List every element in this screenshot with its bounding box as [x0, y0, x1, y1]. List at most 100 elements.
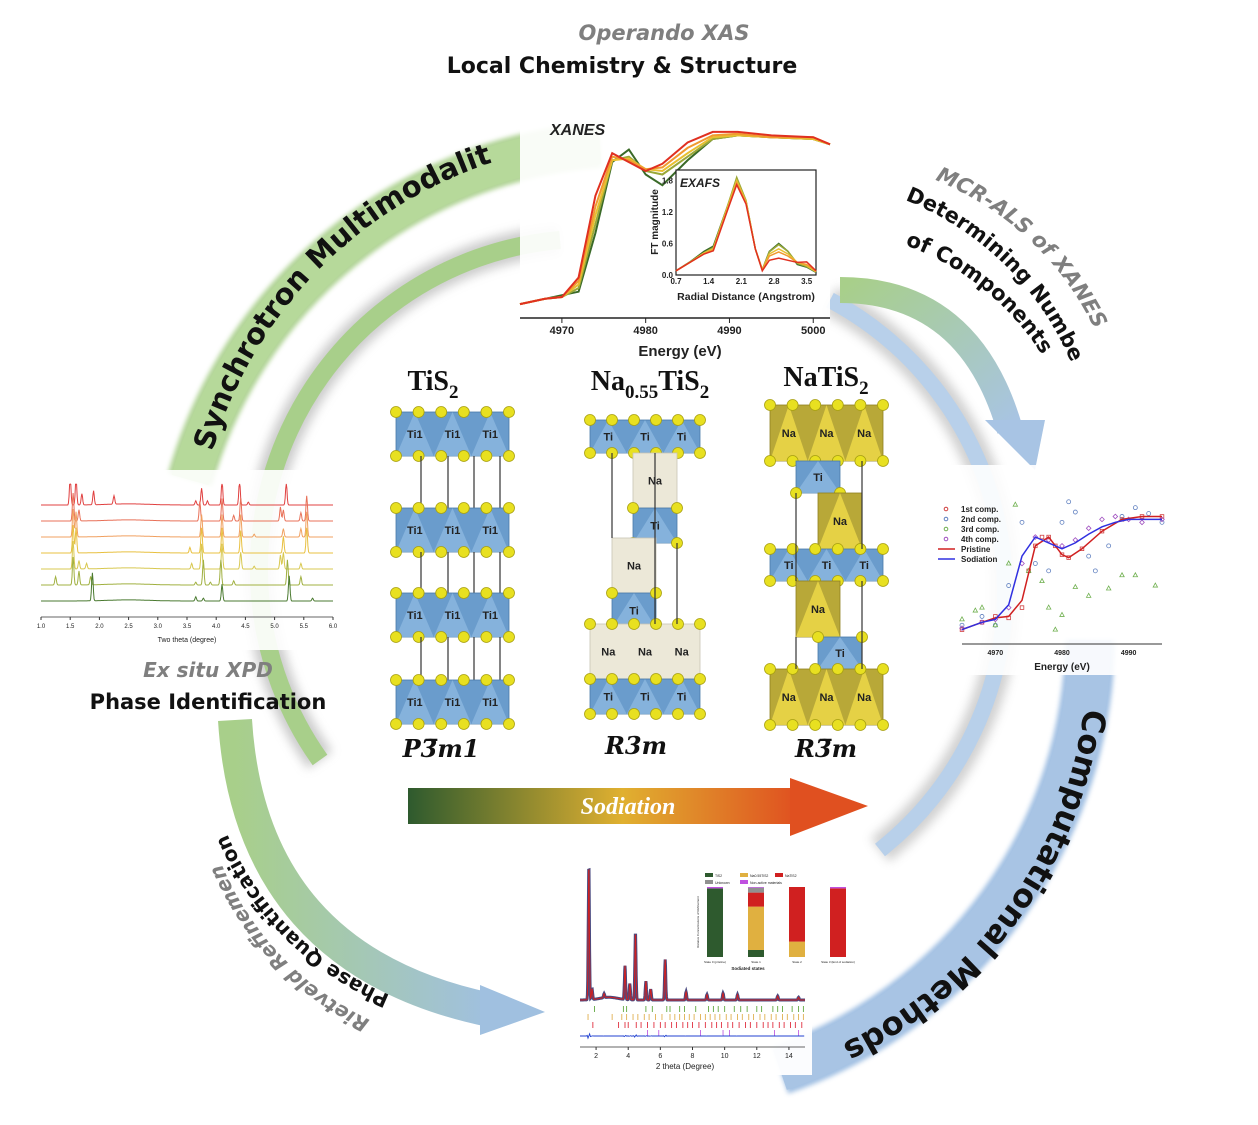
na-polyhedron-face [796, 581, 840, 637]
mcr-point [1159, 516, 1165, 523]
space-group-natis2: R3̅m [794, 734, 857, 763]
phase-category-label: State 1 [751, 960, 761, 964]
xpd-x-tick-label: 5.5 [300, 624, 309, 630]
sulfur-atom [435, 546, 448, 558]
xanes-x-tick-label: 4990 [717, 325, 741, 337]
mcr-point [1079, 546, 1085, 551]
atom-label: Na [675, 647, 690, 659]
rietveld-x-tick-label: 12 [753, 1053, 761, 1060]
sulfur-atom [503, 587, 515, 599]
mcr-point [1132, 505, 1138, 511]
exafs-x-tick-label: 0.7 [670, 277, 682, 286]
sulfur-atom [628, 708, 640, 720]
phase-bar-segment [830, 888, 846, 957]
atom-label: Ti1 [407, 525, 423, 537]
exafs-y-tick-label: 1.8 [662, 177, 674, 186]
xanes-x-tick-label: 4980 [633, 325, 657, 337]
sulfur-atom [480, 587, 493, 599]
mcr-point [1112, 513, 1119, 520]
mcr-legend-label: 2nd comp. [961, 515, 1001, 524]
mcr-point [979, 614, 985, 619]
rietveld-x-tick-label: 6 [658, 1053, 662, 1060]
atom-label: Na [857, 428, 872, 440]
phase-legend-label: Unknown [715, 881, 730, 885]
sulfur-atom [435, 406, 448, 418]
sulfur-atom [694, 673, 706, 685]
sulfur-atom [786, 719, 799, 731]
sulfur-atom [412, 450, 425, 462]
rietveld-x-tick-label: 4 [626, 1053, 630, 1060]
sulfur-atom [628, 618, 640, 630]
atom-label: Na [857, 692, 872, 704]
sulfur-atom [764, 663, 776, 675]
sulfur-atom [764, 719, 776, 731]
mcr-point [1146, 511, 1152, 516]
sulfur-atom [457, 674, 470, 686]
sulfur-atom [457, 406, 470, 418]
structure-title-tis2: TiS2 [407, 366, 458, 403]
sulfur-atom [854, 719, 867, 731]
rietveld-x-tick-label: 2 [594, 1053, 598, 1060]
phase-legend-swatch [740, 873, 748, 877]
sulfur-atom [390, 406, 402, 418]
exafs-x-tick-label: 1.4 [703, 277, 715, 286]
sulfur-atom [435, 587, 448, 599]
xanes-x-tick-label: 5000 [801, 325, 825, 337]
atom-label: Ti [640, 432, 650, 444]
atom-label: Ti1 [445, 610, 461, 622]
sulfur-atom [435, 502, 448, 514]
xpd-pattern-line [41, 524, 333, 554]
svg-text:NaTiS2: NaTiS2 [783, 362, 868, 399]
sulfur-atom [672, 708, 684, 720]
xpd-x-tick-label: 4.5 [241, 624, 250, 630]
ti-octahedron-face [433, 680, 472, 724]
sulfur-atom [457, 502, 470, 514]
sulfur-atom [390, 587, 402, 599]
phase-bar-segment [748, 892, 764, 907]
atom-label: Ti1 [482, 610, 498, 622]
sulfur-atom [606, 587, 618, 599]
ti-octahedron-face [626, 679, 664, 714]
mcr-point [959, 616, 965, 622]
sulfur-atom [694, 708, 706, 720]
ti-octahedron-face [663, 679, 700, 714]
xas-purpose-label: Local Chemistry & Structure [447, 54, 798, 79]
mcr-point [1066, 499, 1072, 505]
atom-label: Na [819, 428, 834, 440]
na-polyhedron-face [845, 405, 883, 461]
mcr-legend-label: 1st comp. [961, 505, 998, 514]
sulfur-atom [831, 399, 844, 411]
sulfur-atom [435, 631, 448, 643]
na-polyhedra-layer [611, 537, 657, 594]
xpd-x-tick-label: 4.0 [212, 624, 221, 630]
sulfur-atom [606, 618, 618, 630]
mcr-x-tick-label: 4990 [1121, 650, 1137, 657]
sulfur-atom [877, 543, 889, 555]
svg-text:TiS2: TiS2 [407, 366, 458, 403]
mcr-point [1039, 534, 1045, 540]
ti-octahedron-face [471, 593, 509, 637]
rietveld-difference [580, 1032, 805, 1040]
sulfur-atom [764, 543, 776, 555]
sulfur-atom [606, 414, 618, 426]
sulfur-atom [854, 543, 867, 555]
mcr-point [959, 625, 965, 632]
mcr-point [1132, 571, 1139, 578]
phase-category-label: State 0 (pristine) [704, 960, 726, 964]
atom-label: Ti1 [482, 429, 498, 441]
xpd-x-tick-label: 3.5 [183, 624, 192, 630]
rietveld-calculated [580, 869, 805, 1001]
phase-bar-segment [748, 950, 764, 957]
sulfur-atom [412, 631, 425, 643]
xpd-x-tick-label: 6.0 [329, 624, 338, 630]
atom-label: Na [638, 647, 653, 659]
sulfur-atom [628, 673, 640, 685]
sulfur-atom [854, 663, 867, 675]
atom-label: Ti1 [407, 697, 423, 709]
atom-label: Ti1 [445, 429, 461, 441]
exafs-title: EXAFS [680, 176, 720, 190]
mcr-point [979, 604, 985, 610]
sulfur-atom [786, 663, 799, 675]
